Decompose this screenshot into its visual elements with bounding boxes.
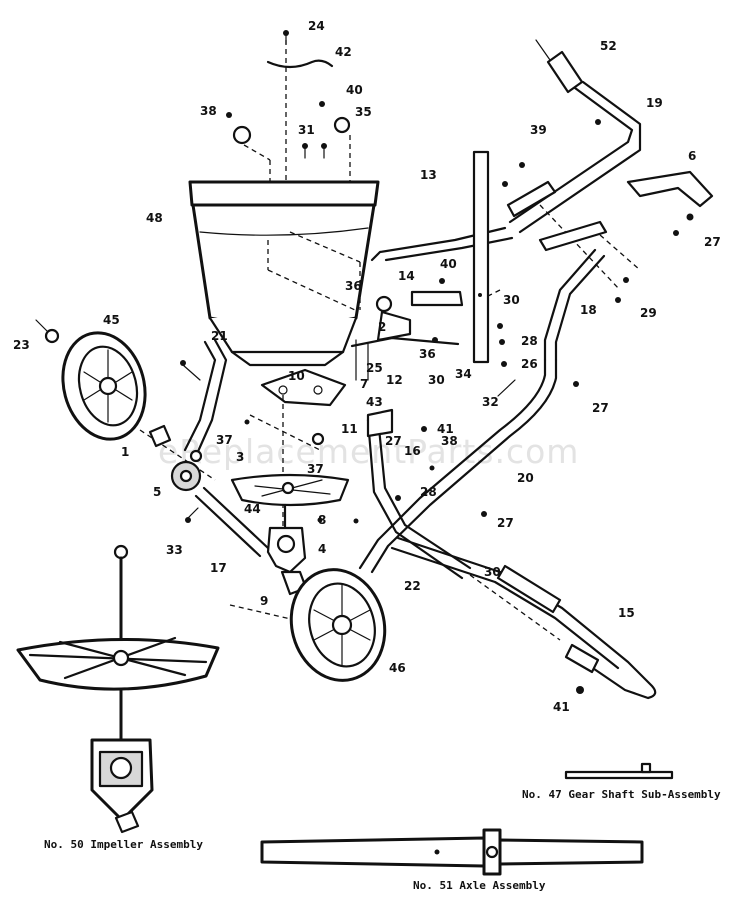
callout-18: 18 [580, 303, 597, 317]
callout-40b: 40 [440, 257, 457, 271]
callout-33: 33 [166, 543, 183, 557]
callout-11: 11 [341, 422, 358, 436]
callout-52: 52 [600, 39, 617, 53]
wheel-46 [289, 568, 387, 682]
callout-48: 48 [146, 211, 163, 225]
distributor [230, 473, 350, 596]
callout-9: 9 [260, 594, 268, 608]
upright-bar [472, 150, 490, 364]
control-linkage [350, 278, 516, 397]
callout-19: 19 [646, 96, 663, 110]
callout-21: 21 [211, 329, 228, 343]
callout-30b: 30 [428, 373, 445, 387]
callout-28: 28 [521, 334, 538, 348]
callout-28b: 28 [420, 485, 437, 499]
callout-35: 35 [355, 105, 372, 119]
handle [370, 39, 714, 362]
callout-30c: 30 [484, 565, 501, 579]
callout-16: 16 [404, 444, 421, 458]
callout-36: 36 [345, 279, 362, 293]
callout-24: 24 [308, 19, 325, 33]
axle-inset [260, 828, 644, 876]
callout-38b: 38 [441, 434, 458, 448]
caption-impeller: No. 50 Impeller Assembly [44, 838, 203, 851]
callout-25: 25 [366, 361, 383, 375]
callout-6: 6 [688, 149, 696, 163]
callout-43: 43 [366, 395, 383, 409]
callout-17: 17 [210, 561, 227, 575]
callout-34: 34 [455, 367, 472, 381]
callout-14: 14 [398, 269, 415, 283]
callout-5: 5 [153, 485, 161, 499]
lid-fasteners [226, 30, 351, 159]
callout-4: 4 [318, 542, 326, 556]
callout-7: 7 [360, 377, 368, 391]
callout-40: 40 [346, 83, 363, 97]
callout-22: 22 [404, 579, 421, 593]
caption-gear-shaft: No. 47 Gear Shaft Sub-Assembly [522, 788, 721, 801]
callout-15: 15 [618, 606, 635, 620]
callout-12: 12 [386, 373, 403, 387]
callout-8: 8 [318, 513, 326, 527]
callout-27b: 27 [592, 401, 609, 415]
impeller-assembly-inset [16, 544, 220, 834]
callout-27c: 27 [385, 434, 402, 448]
callout-41: 41 [437, 422, 454, 436]
callout-45: 45 [103, 313, 120, 327]
callout-29: 29 [640, 306, 657, 320]
callout-10: 10 [288, 369, 305, 383]
wheel-45 [35, 319, 147, 441]
callout-41b: 41 [553, 700, 570, 714]
callout-13: 13 [420, 168, 437, 182]
callout-2: 2 [378, 320, 386, 334]
callout-46: 46 [389, 661, 406, 675]
caption-axle: No. 51 Axle Assembly [413, 879, 546, 892]
callout-1: 1 [121, 445, 129, 459]
callout-39: 39 [530, 123, 547, 137]
callout-32: 32 [482, 395, 499, 409]
small-parts [148, 360, 579, 524]
hopper [188, 180, 380, 407]
callout-labels: 24 42 52 40 19 38 35 31 39 6 13 48 27 40… [13, 19, 721, 714]
callout-20: 20 [517, 471, 534, 485]
callout-37b: 37 [307, 462, 324, 476]
callout-23: 23 [13, 338, 30, 352]
callout-44: 44 [244, 502, 261, 516]
callout-42: 42 [335, 45, 352, 59]
frame [183, 338, 657, 700]
callout-3: 3 [236, 450, 244, 464]
callout-38: 38 [200, 104, 217, 118]
callout-27d: 27 [497, 516, 514, 530]
gear-shaft-inset [564, 762, 674, 780]
callout-37: 37 [216, 433, 233, 447]
callout-26: 26 [521, 357, 538, 371]
callout-27: 27 [704, 235, 721, 249]
callout-31: 31 [298, 123, 315, 137]
callout-30: 30 [503, 293, 520, 307]
callout-36b: 36 [419, 347, 436, 361]
